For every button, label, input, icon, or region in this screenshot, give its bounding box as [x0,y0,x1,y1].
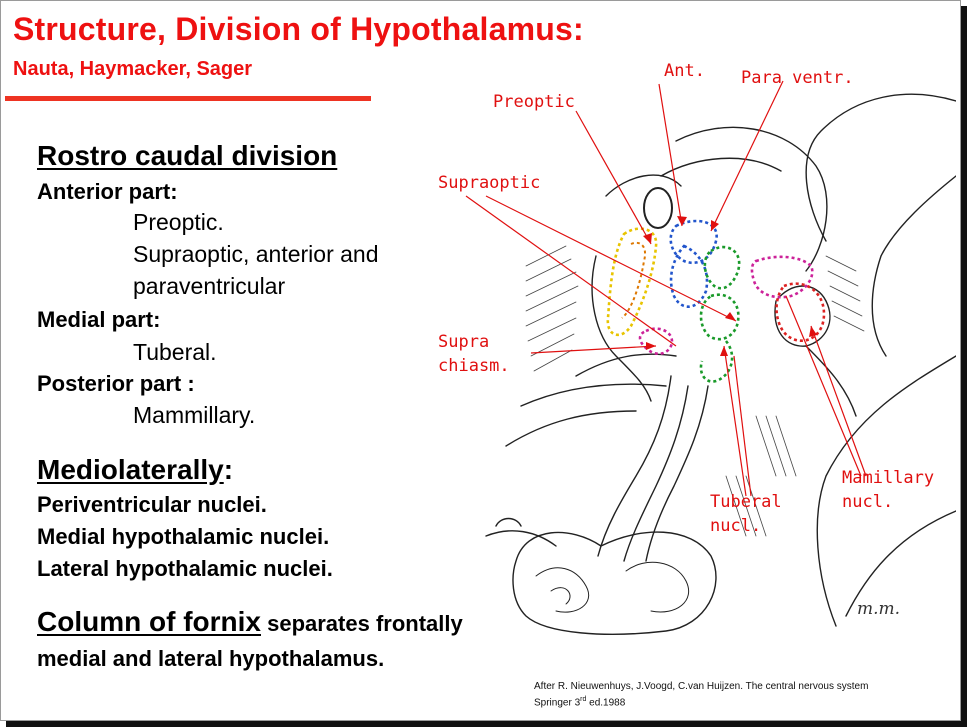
mediolateral-item-lateral: Lateral hypothalamic nuclei. [37,556,333,581]
label-para-ventr: Para ventr. [741,68,854,88]
mediolateral-item-periventricular: Periventricular nuclei. [37,492,267,517]
label-ant: Ant. [664,61,705,81]
fornix-heading: Column of fornix [37,606,261,637]
label-supra: Supra [438,332,490,352]
credit-publisher: Springer 3 [534,697,581,709]
anterior-item-supraoptic: Supraoptic, anterior and [133,241,379,267]
source-credit: After R. Nieuwenhuys, J.Voogd, C.van Hui… [534,680,868,709]
credit-line-1: After R. Nieuwenhuys, J.Voogd, C.van Hui… [534,681,869,692]
slide-shadow-bottom [6,721,967,727]
anterior-item-paraventricular: paraventricular [133,273,286,299]
fornix-text-2: medial and lateral hypothalamus. [37,646,385,671]
mediolateral-item-medial: Medial hypothalamic nuclei. [37,524,330,549]
slide-subtitle: Nauta, Haymacker, Sager [13,58,253,80]
hypothalamus-drawing [465,80,956,635]
slide-title: Structure, Division of Hypothalamus: [13,11,584,47]
rostro-caudal-heading: Rostro caudal division [37,140,338,171]
label-tuberal: Tuberal [710,492,782,512]
label-supraoptic: Supraoptic [438,173,541,193]
medial-item-tuberal: Tuberal. [133,339,217,365]
label-tuberal-nucl: nucl. [710,516,762,536]
slide-shadow-right [961,6,967,727]
anterior-part-label: Anterior part: [37,179,178,204]
posterior-item-mammillary: Mammillary. [133,402,256,428]
mediolateral-heading: Mediolaterally [37,454,224,485]
medial-part-label: Medial part: [37,307,161,332]
fornix-text-1: separates frontally [260,611,463,636]
posterior-part-label: Posterior part : [37,371,195,396]
title-underline-bar [5,96,371,101]
label-mamillary: Mamillary [842,468,935,488]
credit-sup: rd [580,696,587,703]
mediolateral-heading-row: Mediolaterally: [37,454,233,486]
artist-signature: m.m. [857,599,901,619]
mediolateral-colon: : [223,454,234,485]
fornix-line-1: Column of fornix separates frontally [37,606,463,638]
credit-line-2: Springer 3rd ed.1988 [534,693,868,709]
credit-edition: ed.1988 [586,697,626,709]
label-chiasm: chiasm. [438,356,510,376]
label-mamillary-nucl: nucl. [842,492,894,512]
label-preoptic: Preoptic [493,92,575,112]
anterior-item-preoptic: Preoptic. [133,209,224,235]
